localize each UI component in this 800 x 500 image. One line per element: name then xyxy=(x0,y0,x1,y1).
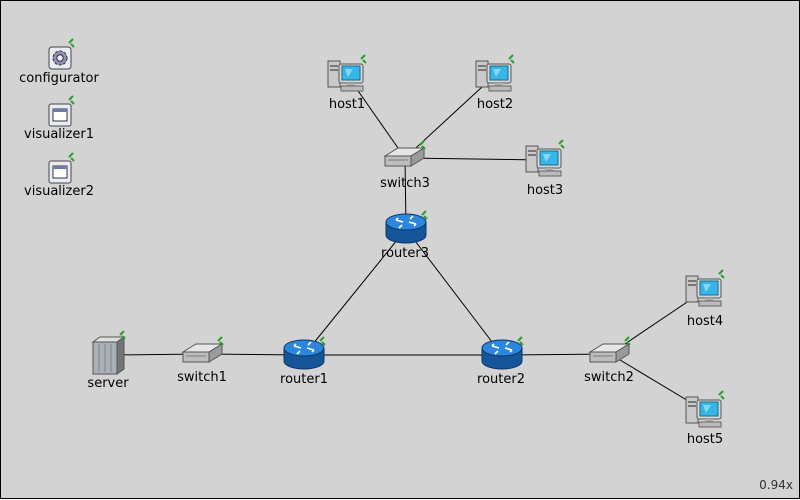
host5-node[interactable] xyxy=(685,390,725,431)
switch-icon xyxy=(181,336,224,363)
host2-label: host2 xyxy=(476,97,514,112)
router-icon xyxy=(283,336,326,370)
computer-icon xyxy=(525,139,565,177)
connection-router3-router2[interactable] xyxy=(405,228,503,356)
switch-icon xyxy=(588,336,631,363)
visualizer2-label: visualizer2 xyxy=(24,184,94,199)
computer-icon xyxy=(685,269,725,307)
host1-label: host1 xyxy=(328,97,366,112)
server-icon xyxy=(91,330,126,375)
router3-label: router3 xyxy=(381,246,429,261)
configurator-node[interactable] xyxy=(47,38,75,71)
router-icon xyxy=(481,336,524,370)
host4-node[interactable] xyxy=(685,269,725,310)
connection-router3-router1[interactable] xyxy=(303,228,407,356)
switch2-label: switch2 xyxy=(584,370,634,385)
switch2-node[interactable] xyxy=(587,336,633,368)
host3-label: host3 xyxy=(526,183,564,198)
router3-node[interactable] xyxy=(384,210,428,247)
host2-node[interactable] xyxy=(475,54,515,95)
computer-icon xyxy=(327,54,367,92)
router1-label: router1 xyxy=(280,372,328,387)
switch3-node[interactable] xyxy=(382,140,428,172)
router2-node[interactable] xyxy=(480,336,524,373)
visualizer2-node[interactable] xyxy=(47,152,75,185)
router2-label: router2 xyxy=(477,372,525,387)
visualizer1-label: visualizer1 xyxy=(24,127,94,142)
host4-label: host4 xyxy=(686,314,724,329)
router-icon xyxy=(385,210,428,244)
host3-node[interactable] xyxy=(525,139,565,180)
switch1-label: switch1 xyxy=(177,370,227,385)
host1-node[interactable] xyxy=(327,54,367,95)
window-icon xyxy=(48,95,75,127)
switch1-node[interactable] xyxy=(180,336,226,368)
visualizer1-node[interactable] xyxy=(47,95,75,128)
router1-node[interactable] xyxy=(282,336,326,373)
host5-label: host5 xyxy=(686,432,724,447)
connection-host3-switch3[interactable] xyxy=(404,157,546,161)
configurator-label: configurator xyxy=(19,71,99,86)
zoom-level-indicator: 0.94x xyxy=(759,478,793,492)
window-icon xyxy=(48,152,75,184)
switch-icon xyxy=(383,140,426,167)
gear-icon xyxy=(48,38,75,70)
server-node[interactable] xyxy=(90,330,130,376)
server-label: server xyxy=(87,376,129,391)
switch3-label: switch3 xyxy=(380,176,430,191)
computer-icon xyxy=(475,54,515,92)
computer-icon xyxy=(685,390,725,428)
